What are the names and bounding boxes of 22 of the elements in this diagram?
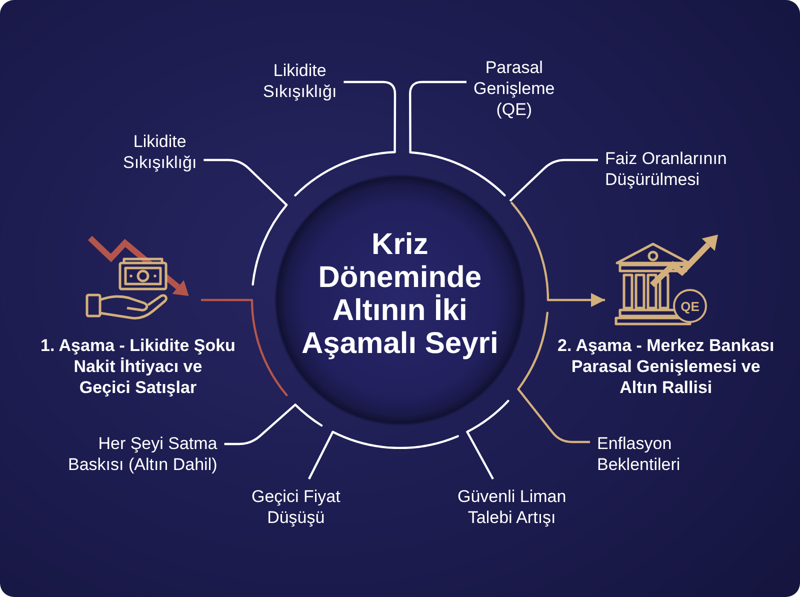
circle-title: Kriz Döneminde Altının İki Aşamalı Seyri xyxy=(302,228,498,360)
stage-caption: 2. Aşama - Merkez Bankası Parasal Genişlemesi ve Altın Rallisi xyxy=(558,335,774,398)
topic-label: Enflasyon Beklentileri xyxy=(597,433,680,475)
coin-badge: QE xyxy=(673,289,707,323)
leader-line xyxy=(224,404,296,446)
leader-line xyxy=(509,158,598,202)
leader-line xyxy=(308,431,334,480)
topic-label: Her Şeyi Satma Baskısı (Altın Dahil) xyxy=(68,433,218,475)
arrow xyxy=(548,293,605,307)
connector-line xyxy=(201,298,252,302)
topic-label: Faiz Oranlarının Düşürülmesi xyxy=(605,148,727,190)
topic-label: Geçici Fiyat Düşüşü xyxy=(252,486,340,528)
topic-label: Güvenli Liman Talebi Artışı xyxy=(458,486,566,528)
leader-line xyxy=(466,431,494,480)
leader-line xyxy=(344,80,396,152)
topic-label: Likidite Sıkışıklığı xyxy=(123,131,197,173)
topic-label: Likidite Sıkışıklığı xyxy=(263,60,337,102)
stage-caption: 1. Aşama - Likidite Şoku Nakit İhtiyacı ve Geçici Satışlar xyxy=(40,335,236,398)
leader-line xyxy=(409,80,466,152)
topic-label: Parasal Genişleme (QE) xyxy=(474,57,555,120)
leader-line xyxy=(517,388,590,444)
leader-line xyxy=(204,158,288,206)
